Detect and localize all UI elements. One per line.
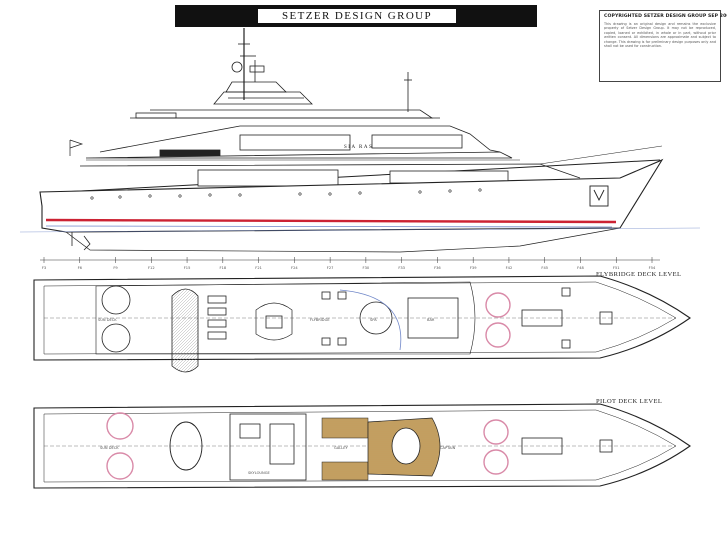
flybridge-chairs <box>321 291 347 346</box>
copyright-box: COPYRIGHTED SETZER DESIGN GROUP SEP 2008… <box>599 10 727 82</box>
radar-arch <box>213 81 313 105</box>
frame-label: F36 <box>434 266 441 270</box>
pilot-bow-pad-top <box>483 419 509 445</box>
flybridge-bar <box>407 297 459 339</box>
main-deck <box>61 159 661 193</box>
frame-label: F45 <box>541 266 548 270</box>
room-skylounge: SKYLOUNGE <box>248 471 271 475</box>
hull-outline <box>39 158 664 233</box>
galley-wood-floor <box>321 417 369 439</box>
pilot-hull-outline <box>33 403 691 489</box>
bow-emblem <box>589 185 609 207</box>
flybridge-plan: SUN DECK FLYBRIDGE SPA BAR <box>33 275 691 373</box>
frame-label: F42 <box>506 266 513 270</box>
frame-label: F21 <box>255 266 262 270</box>
frame-label: F51 <box>613 266 620 270</box>
room-captain: CAPTAIN <box>440 446 456 450</box>
spa-pool <box>359 301 393 335</box>
bow-pad-pink-top <box>485 292 511 318</box>
flybridge-structure <box>130 109 440 119</box>
frame-label: F54 <box>649 266 656 270</box>
frame-scale: F3 F6 F9 F12 F15 F18 F21 F24 F27 F30 F33 F36 F39 F42 F… <box>40 257 660 270</box>
frame-label: F9 <box>113 266 118 270</box>
pilot-plan: SUN DECK SKYLOUNGE GALLEY CAPTAIN <box>33 403 691 489</box>
room-sun-deck-fly: SUN DECK <box>98 318 117 322</box>
room-spa: SPA <box>370 318 377 322</box>
dining-table <box>169 421 203 471</box>
frame-label: F48 <box>577 266 584 270</box>
frame-label: F30 <box>363 266 370 270</box>
page-title: SETZER DESIGN GROUP <box>257 8 457 24</box>
flybridge-center-seating <box>255 302 293 341</box>
sun-loungers <box>207 295 227 340</box>
sundeck-round-pad-top <box>101 285 131 315</box>
bow-pad-pink-bottom <box>485 322 511 348</box>
pilot-stern-pad-top <box>106 412 134 440</box>
profile-view: SIA RAS <box>19 28 701 253</box>
tender-boat <box>171 288 199 373</box>
helm-console <box>391 427 421 465</box>
skylounge-room <box>229 413 307 481</box>
flybridge-deck-label: FLYBRIDGE DECK LEVEL <box>596 271 682 278</box>
flybridge-hull-outline <box>33 275 691 361</box>
frame-label: F6 <box>78 266 83 270</box>
portholes <box>90 188 482 200</box>
propeller <box>71 232 91 251</box>
upper-deck <box>85 125 520 161</box>
frame-label: F39 <box>470 266 477 270</box>
boat-name: SIA RAS <box>344 145 373 150</box>
frame-label: F15 <box>184 266 191 270</box>
flybridge-deck-edge <box>95 281 476 355</box>
copyright-title: COPYRIGHTED SETZER DESIGN GROUP SEP 2008… <box>604 14 727 19</box>
stern-flag <box>69 139 84 156</box>
title-banner: SETZER DESIGN GROUP <box>175 5 537 27</box>
underwater-hull <box>65 227 621 253</box>
frame-label: F12 <box>148 266 155 270</box>
room-sun-deck-pilot: SUN DECK <box>100 446 119 450</box>
sundeck-round-pad-bottom <box>101 323 131 353</box>
waterline-stripe <box>45 218 617 224</box>
frame-label: F33 <box>398 266 405 270</box>
pilot-deck-label: PILOT DECK LEVEL <box>596 398 663 405</box>
copyright-text: This drawing is an original design and r… <box>604 22 716 49</box>
frame-label: F27 <box>327 266 334 270</box>
waterline-reference <box>19 227 701 233</box>
mast <box>231 28 412 112</box>
pilot-bow-pad-bottom <box>483 449 509 475</box>
boot-stripe <box>45 225 613 228</box>
frame-label: F24 <box>291 266 298 270</box>
room-galley: GALLEY <box>334 446 349 450</box>
room-bar: BAR <box>427 318 435 322</box>
galley-wood-floor-lower <box>321 461 369 481</box>
pilot-stern-pad-bottom <box>106 452 134 480</box>
frame-label: F18 <box>220 266 227 270</box>
flybridge-curved-rail <box>339 289 402 351</box>
room-flybridge: FLYBRIDGE <box>310 318 330 322</box>
frame-label: F3 <box>42 266 46 270</box>
